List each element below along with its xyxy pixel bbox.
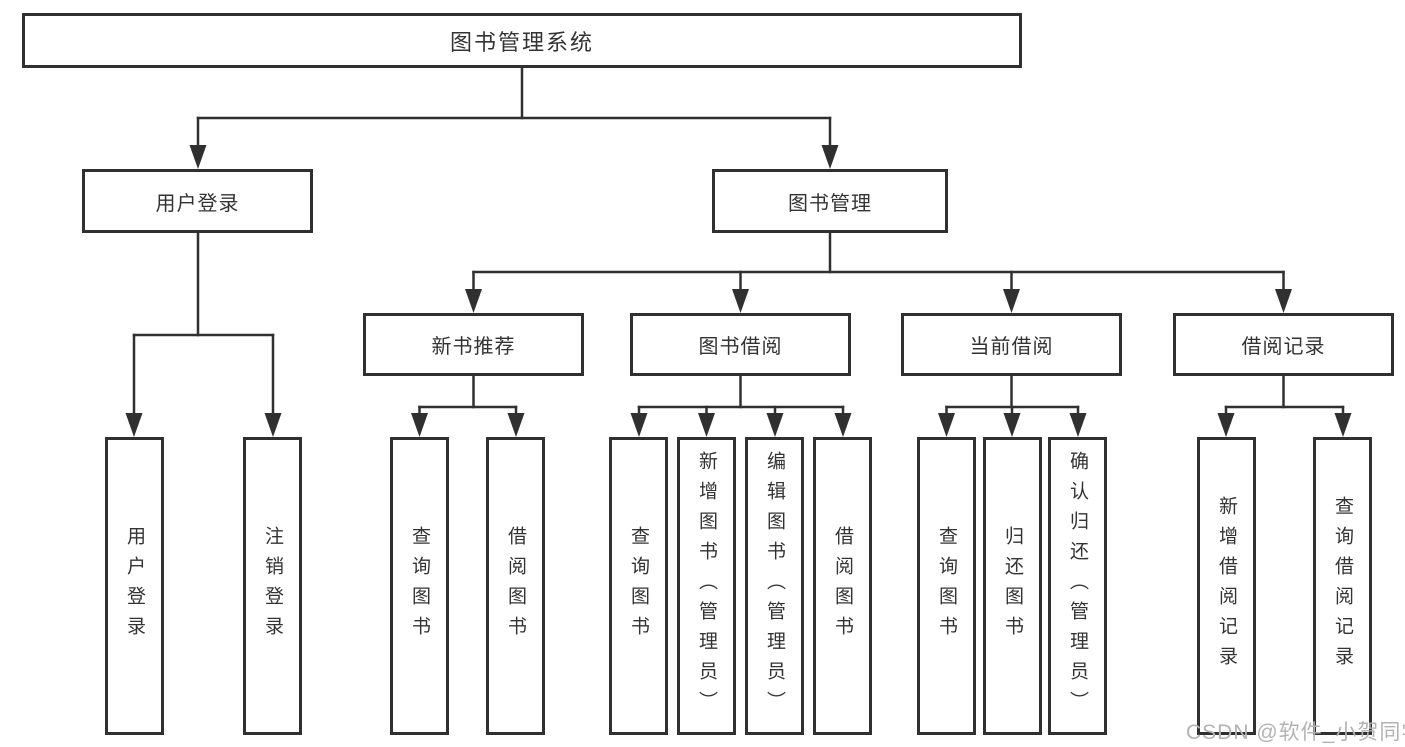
leaf-query-borrow-record: 查询借阅记录 [1313,437,1372,735]
node-root: 图书管理系统 [22,13,1022,68]
watermark: CSDN @软件_小贺同学 [1186,721,1405,744]
node-new-book-recommend-label: 新书推荐 [431,336,516,358]
leaf-query-books-borrow-label: 查询图书 [628,526,649,646]
leaf-query-books-recommend-label: 查询图书 [409,526,430,646]
leaf-return-book: 归还图书 [983,437,1042,735]
leaf-add-book-admin: 新增图书（管理员） [677,437,736,735]
node-current-borrow-label: 当前借阅 [969,336,1054,358]
leaf-query-books-borrow: 查询图书 [609,437,668,735]
leaf-logout: 注销登录 [243,437,302,735]
node-new-book-recommend: 新书推荐 [363,313,584,376]
leaf-add-borrow-record: 新增借阅记录 [1197,437,1256,735]
leaf-borrow-books-recommend-label: 借阅图书 [505,526,526,646]
node-user-login: 用户登录 [82,169,313,233]
node-book-mgmt: 图书管理 [712,169,948,233]
leaf-confirm-return-admin: 确认归还（管理员） [1048,437,1107,735]
node-book-mgmt-label: 图书管理 [788,192,872,215]
leaf-borrow-books-recommend: 借阅图书 [486,437,545,735]
leaf-user-login-label: 用户登录 [124,526,145,646]
leaf-query-books-recommend: 查询图书 [390,437,449,735]
leaf-query-books-current-label: 查询图书 [936,526,957,646]
leaf-edit-book-admin-label: 编辑图书（管理员） [764,451,785,721]
leaf-logout-label: 注销登录 [262,526,283,646]
leaf-borrow-books-borrow: 借阅图书 [813,437,872,735]
leaf-add-book-admin-label: 新增图书（管理员） [696,451,717,721]
node-current-borrow: 当前借阅 [901,313,1122,376]
node-root-label: 图书管理系统 [449,29,594,55]
node-book-borrow-label: 图书借阅 [698,336,783,358]
node-book-borrow: 图书借阅 [630,313,851,376]
node-borrow-records: 借阅记录 [1173,313,1394,376]
node-borrow-records-label: 借阅记录 [1241,336,1326,358]
leaf-return-book-label: 归还图书 [1002,526,1023,646]
leaf-user-login: 用户登录 [105,437,164,735]
leaf-add-borrow-record-label: 新增借阅记录 [1216,496,1237,676]
node-user-login-label: 用户登录 [155,192,240,215]
leaf-query-borrow-record-label: 查询借阅记录 [1332,496,1353,676]
arrowhead-icons [125,145,1352,437]
leaf-confirm-return-admin-label: 确认归还（管理员） [1067,451,1088,721]
leaf-edit-book-admin: 编辑图书（管理员） [745,437,804,735]
leaf-query-books-current: 查询图书 [917,437,976,735]
leaf-borrow-books-borrow-label: 借阅图书 [832,526,853,646]
